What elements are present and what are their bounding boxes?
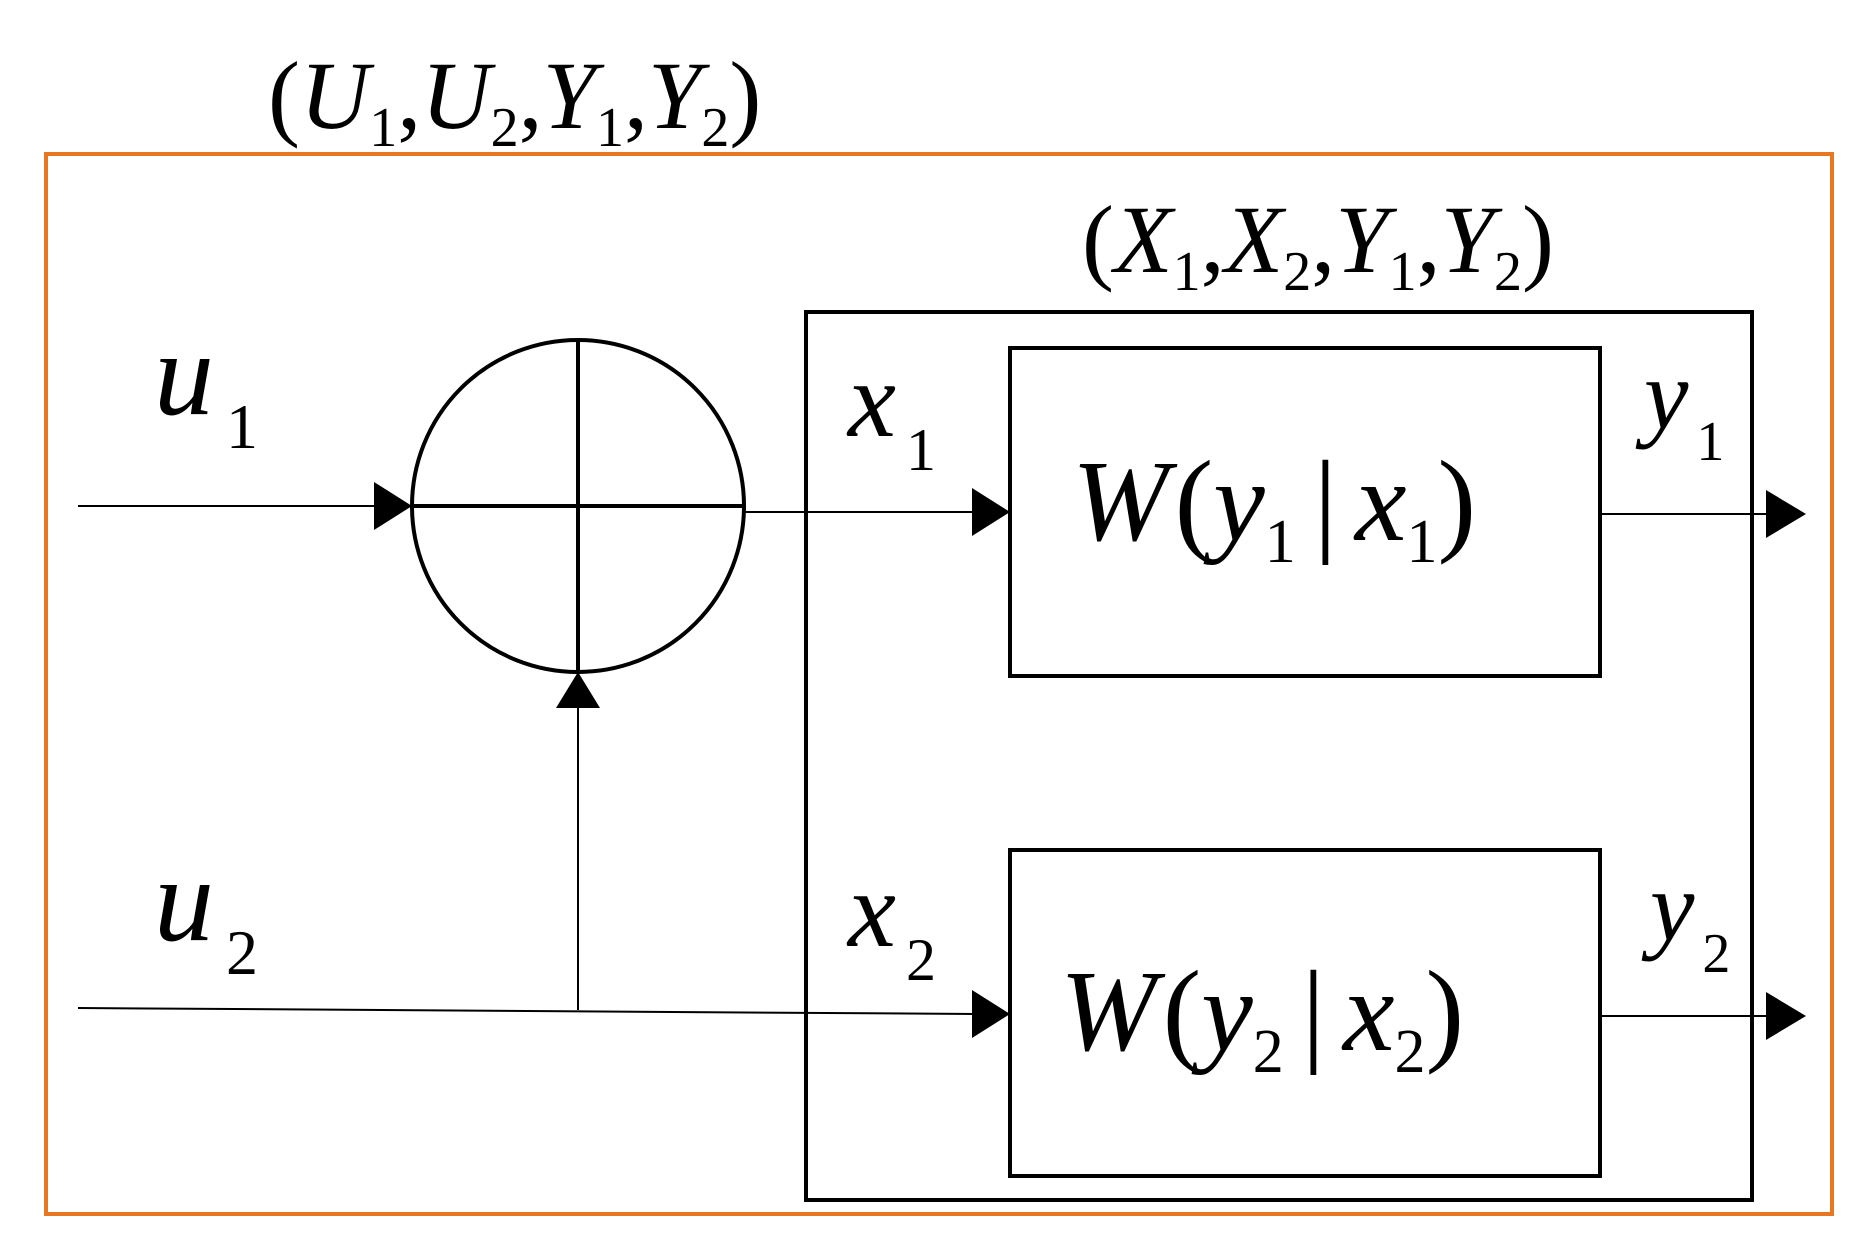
y2-arrowhead <box>1766 992 1806 1040</box>
u2-line <box>77 1007 977 1015</box>
outer-frame <box>44 152 1834 1216</box>
x2-arrowhead <box>972 990 1010 1038</box>
channel-block-2 <box>1008 848 1602 1178</box>
x1-arrowhead <box>972 488 1010 536</box>
xor-adder-icon <box>410 338 746 674</box>
outer-tuple-label: (U1,U2,Y1,Y2) <box>268 42 761 159</box>
u1-arrowhead <box>374 482 412 530</box>
channel-box <box>804 310 1754 1202</box>
channel-2-label: W(y2|x2) <box>1060 948 1464 1086</box>
inner-tuple-label: (X1,X2,Y1,Y2) <box>1082 186 1554 303</box>
u2-branch-arrowhead <box>556 672 600 708</box>
channel-1-label: W(y1|x1) <box>1072 438 1476 576</box>
y1-arrowhead <box>1766 490 1806 538</box>
